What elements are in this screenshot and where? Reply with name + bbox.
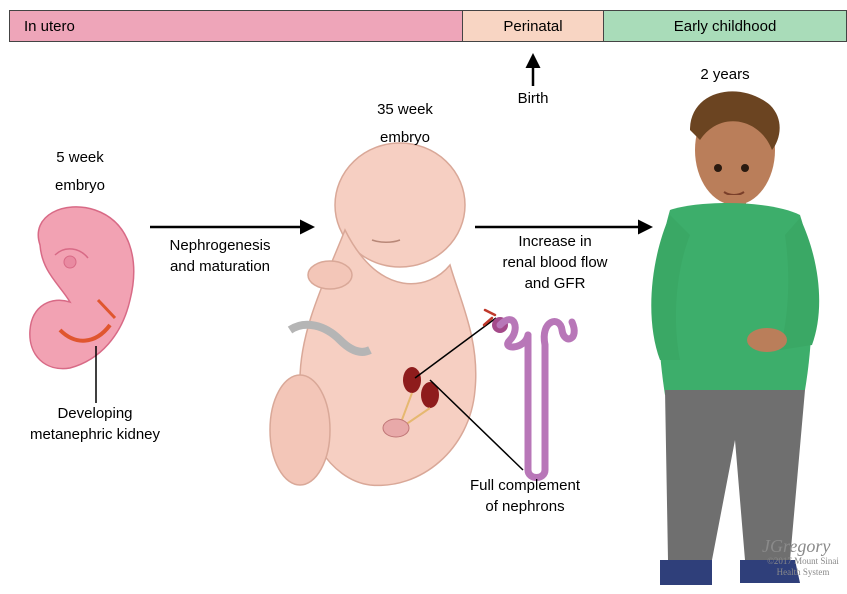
artist-signature: JGregory: [762, 536, 830, 557]
credit-line2: Health System: [763, 567, 843, 577]
kidney-annotation-line2: metanephric kidney: [10, 422, 180, 448]
nephron-annotation-line2: of nephrons: [445, 494, 605, 520]
child-age-label: 2 years: [670, 62, 780, 88]
embryo-5-week-label-line2: embryo: [30, 173, 130, 199]
embryo-5-week-label-line1: 5 week: [30, 145, 130, 171]
credit-line1: ©2017 Mount Sinai: [763, 556, 843, 566]
birth-label: Birth: [508, 86, 558, 112]
fetus-35-week-illustration: [270, 143, 476, 485]
embryo-35-week-label-line2: embryo: [350, 125, 460, 151]
nephron-illustration: [484, 310, 574, 478]
embryo-5-week-illustration: [30, 207, 134, 369]
child-2-years-illustration: [651, 91, 819, 585]
embryo-35-week-label-line1: 35 week: [350, 97, 460, 123]
transition-1-line2: and maturation: [150, 254, 290, 280]
transition-2-line3: and GFR: [480, 271, 630, 297]
